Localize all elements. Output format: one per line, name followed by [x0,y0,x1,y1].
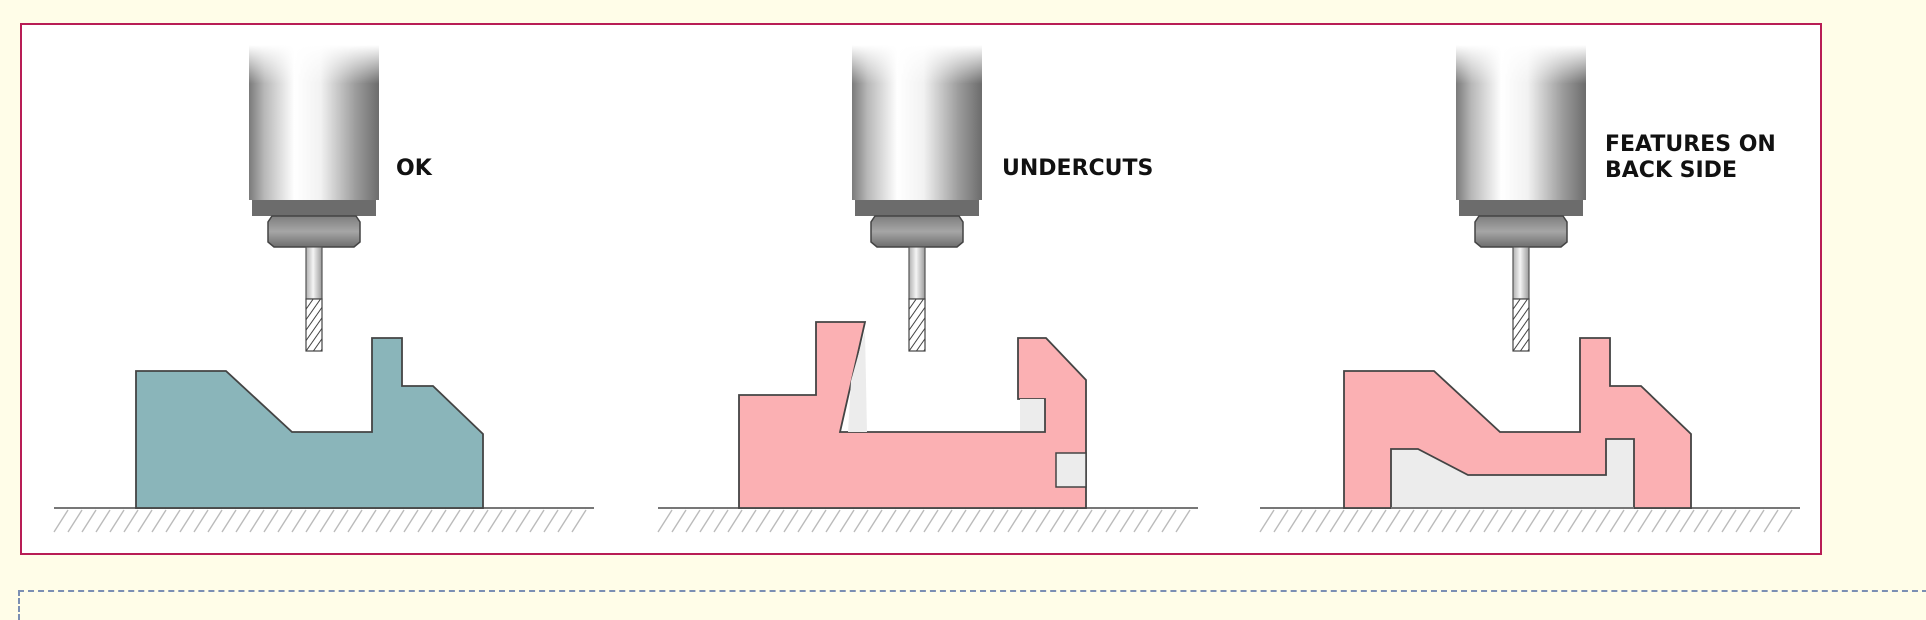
cnc-accessibility-diagram: OK UNDERCUTS FEATURES ON BACK SIDE [53,44,1801,533]
label-ok: OK [396,156,433,181]
end-mill-tool-ok [248,44,380,352]
dashed-content-box [18,590,1926,620]
end-mill-tool-back-side [1455,44,1587,352]
label-undercuts: UNDERCUTS [1002,156,1153,181]
label-back-side-line1: FEATURES ON [1605,132,1776,157]
label-back-side-line2: BACK SIDE [1605,158,1737,183]
panel-ok: OK [53,44,595,533]
panel-back-side: FEATURES ON BACK SIDE [1259,44,1801,533]
end-mill-tool-undercuts [851,44,983,352]
ground-back-side [1259,507,1801,533]
undercut-recess-left [848,331,867,432]
ground-undercuts [657,507,1199,533]
undercut-side-notch [1055,452,1087,488]
back-side-pocket [1390,438,1635,509]
part-undercuts [738,321,1087,509]
panel-undercuts: UNDERCUTS [657,44,1199,533]
figure-frame: OK UNDERCUTS FEATURES ON BACK SIDE [20,23,1822,555]
ground-ok [53,507,595,533]
part-ok [135,337,484,509]
undercut-recess-right [1020,399,1044,431]
